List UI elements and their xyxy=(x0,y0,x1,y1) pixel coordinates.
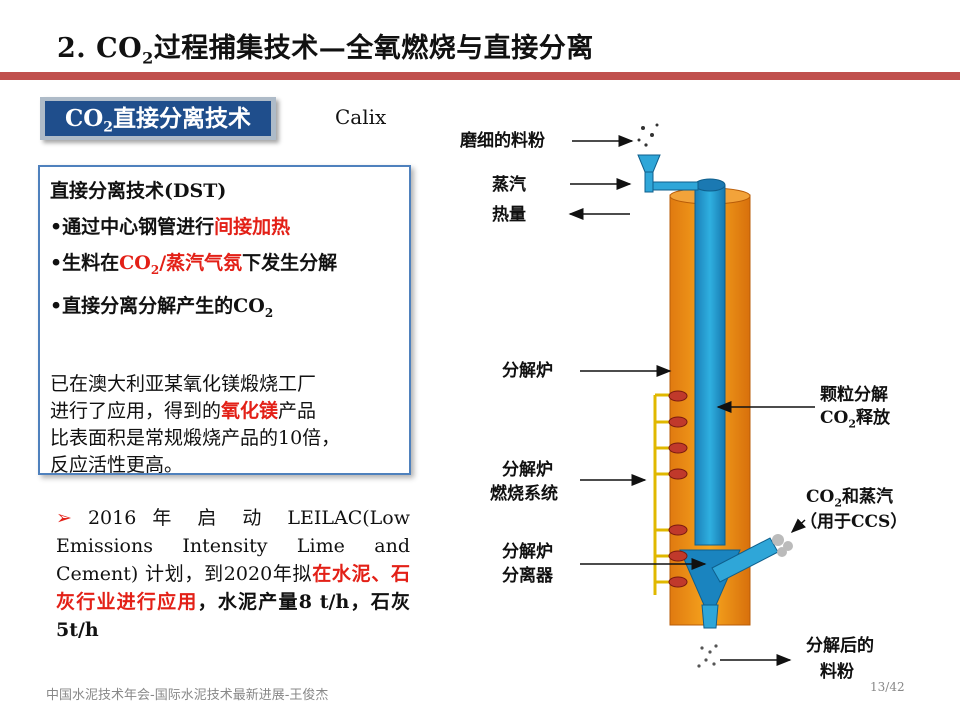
label-combustion-1: 分解炉 xyxy=(502,460,553,480)
dst-info-box: 直接分离技术(DST) •通过中心钢管进行间接加热 •生料在CO2/蒸汽气氛下发… xyxy=(38,165,411,476)
label-particle-2: CO2释放 xyxy=(820,408,890,431)
label-separator-1: 分解炉 xyxy=(502,542,553,562)
calciner-diagram xyxy=(568,123,815,668)
label-particle-1: 颗粒分解 xyxy=(820,385,888,405)
label-co2-steam: CO2和蒸汽 xyxy=(806,487,893,510)
info-heading: 直接分离技术(DST) xyxy=(50,180,227,202)
label-calciner: 分解炉 xyxy=(502,361,553,381)
label-separator-2: 分离器 xyxy=(502,566,553,586)
info-bullet-3: •直接分离分解产生的CO2 xyxy=(50,294,274,320)
arrow-co2 xyxy=(790,518,806,534)
label-heat: 热量 xyxy=(492,205,526,225)
steel-tube xyxy=(694,184,726,546)
leilac-bullet: ➢ 2016 年 启 动 LEILAC(Low Emissions Intens… xyxy=(56,507,410,641)
page-number: 13/42 xyxy=(870,680,905,694)
section-tag: CO2直接分离技术 xyxy=(40,97,276,140)
info-bullet-2: •生料在CO2/蒸汽气氛下发生分解 xyxy=(50,252,338,277)
burner-system xyxy=(653,393,670,595)
steam-puffs xyxy=(772,534,793,557)
feed-particles xyxy=(637,123,659,147)
info-bullet-1: •通过中心钢管进行间接加热 xyxy=(50,216,291,238)
label-product-1: 分解后的 xyxy=(806,636,874,656)
page-title: 2. CO2过程捕集技术—全氧燃烧与直接分离 xyxy=(57,33,594,68)
section-tag-label: CO2直接分离技术 xyxy=(45,101,271,136)
feed-hopper xyxy=(637,154,661,173)
label-product-2: 料粉 xyxy=(820,662,854,682)
company-name: Calix xyxy=(335,105,387,129)
burner-flames xyxy=(668,390,688,588)
label-steam: 蒸汽 xyxy=(492,175,526,195)
footer-text: 中国水泥技术年会-国际水泥技术最新进展-王俊杰 xyxy=(46,688,329,703)
title-rule xyxy=(0,72,960,80)
label-ccs: （用于CCS） xyxy=(800,512,908,532)
arrow-bullet-icon: ➢ xyxy=(56,507,72,529)
product-particles xyxy=(697,644,718,668)
label-combustion-2: 燃烧系统 xyxy=(490,484,558,504)
info-paragraph: 已在澳大利亚某氧化镁煅烧工厂 进行了应用，得到的氧化镁产品 比表面积是常规煅烧产… xyxy=(50,372,341,476)
label-feed: 磨细的料粉 xyxy=(460,131,545,151)
